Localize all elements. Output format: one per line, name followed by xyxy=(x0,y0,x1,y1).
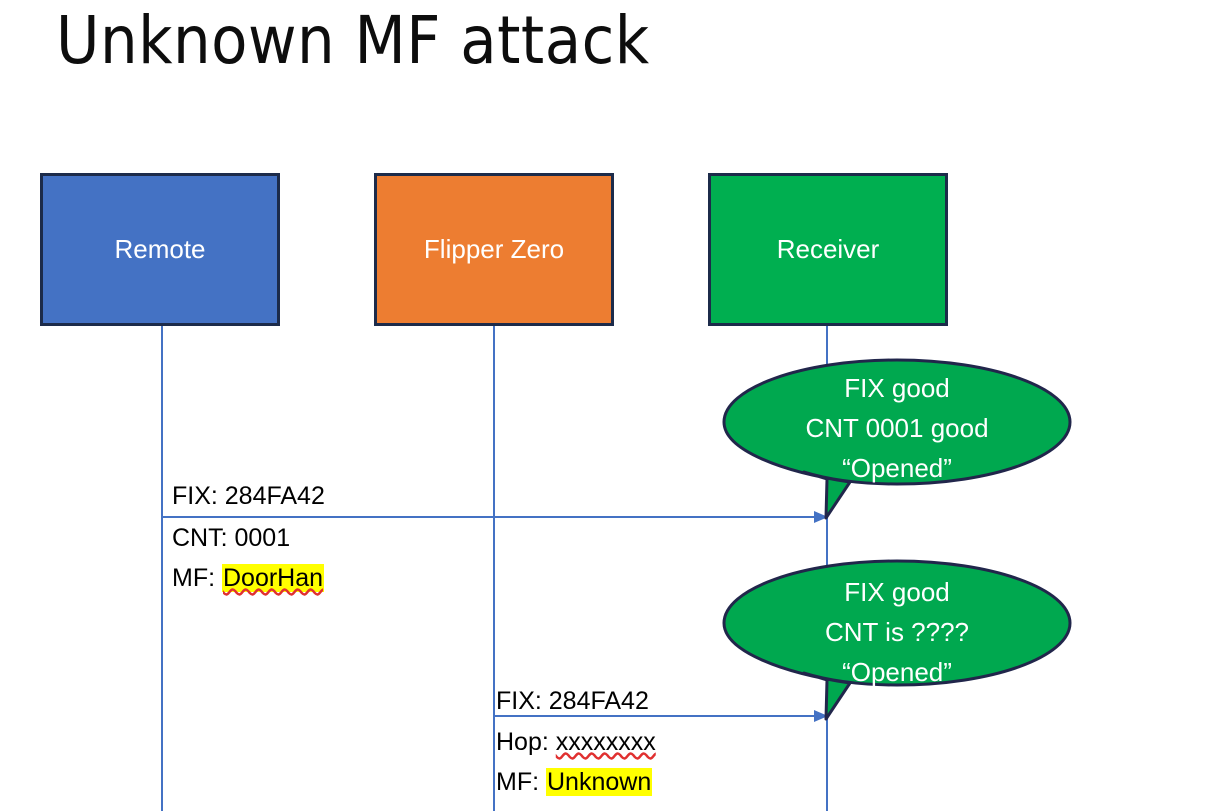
lifeline-flipper xyxy=(493,326,495,811)
message2-hop-prefix: Hop: xyxy=(496,728,556,756)
callout-shape-2 xyxy=(722,559,1072,721)
callout-shape-1 xyxy=(722,358,1072,520)
message2-mf-prefix: MF: xyxy=(496,768,546,796)
message1-mf-line: MF: DoorHan xyxy=(172,558,325,598)
actor-box-flipper[interactable]: Flipper Zero xyxy=(374,173,614,326)
message1-fix-line: FIX: 284FA42 xyxy=(172,482,325,510)
message2-fix-line: FIX: 284FA42 xyxy=(496,687,649,715)
message2-mf-value: Unknown xyxy=(546,768,653,796)
lifeline-remote xyxy=(161,326,163,811)
message1-mf-prefix: MF: xyxy=(172,564,222,592)
page-title: Unknown MF attack xyxy=(56,2,650,79)
actor-label-remote: Remote xyxy=(114,234,206,265)
actor-box-receiver[interactable]: Receiver xyxy=(708,173,948,326)
message1-mf-value: DoorHan xyxy=(222,564,325,592)
callout-receiver-message1[interactable]: FIX good CNT 0001 good “Opened” xyxy=(722,358,1072,520)
actor-label-flipper: Flipper Zero xyxy=(423,234,565,265)
actor-label-receiver: Receiver xyxy=(776,234,880,265)
message1-cnt-line: CNT: 0001 xyxy=(172,524,291,552)
callout-receiver-message2[interactable]: FIX good CNT is ???? “Opened” xyxy=(722,559,1072,721)
message-arrow-remote-to-receiver xyxy=(162,511,828,523)
actor-box-remote[interactable]: Remote xyxy=(40,173,280,326)
message2-hop-value: xxxxxxxx xyxy=(555,728,656,756)
message2-mf-line: MF: Unknown xyxy=(496,762,653,802)
message2-hop-line: Hop: xxxxxxxx xyxy=(496,722,656,762)
